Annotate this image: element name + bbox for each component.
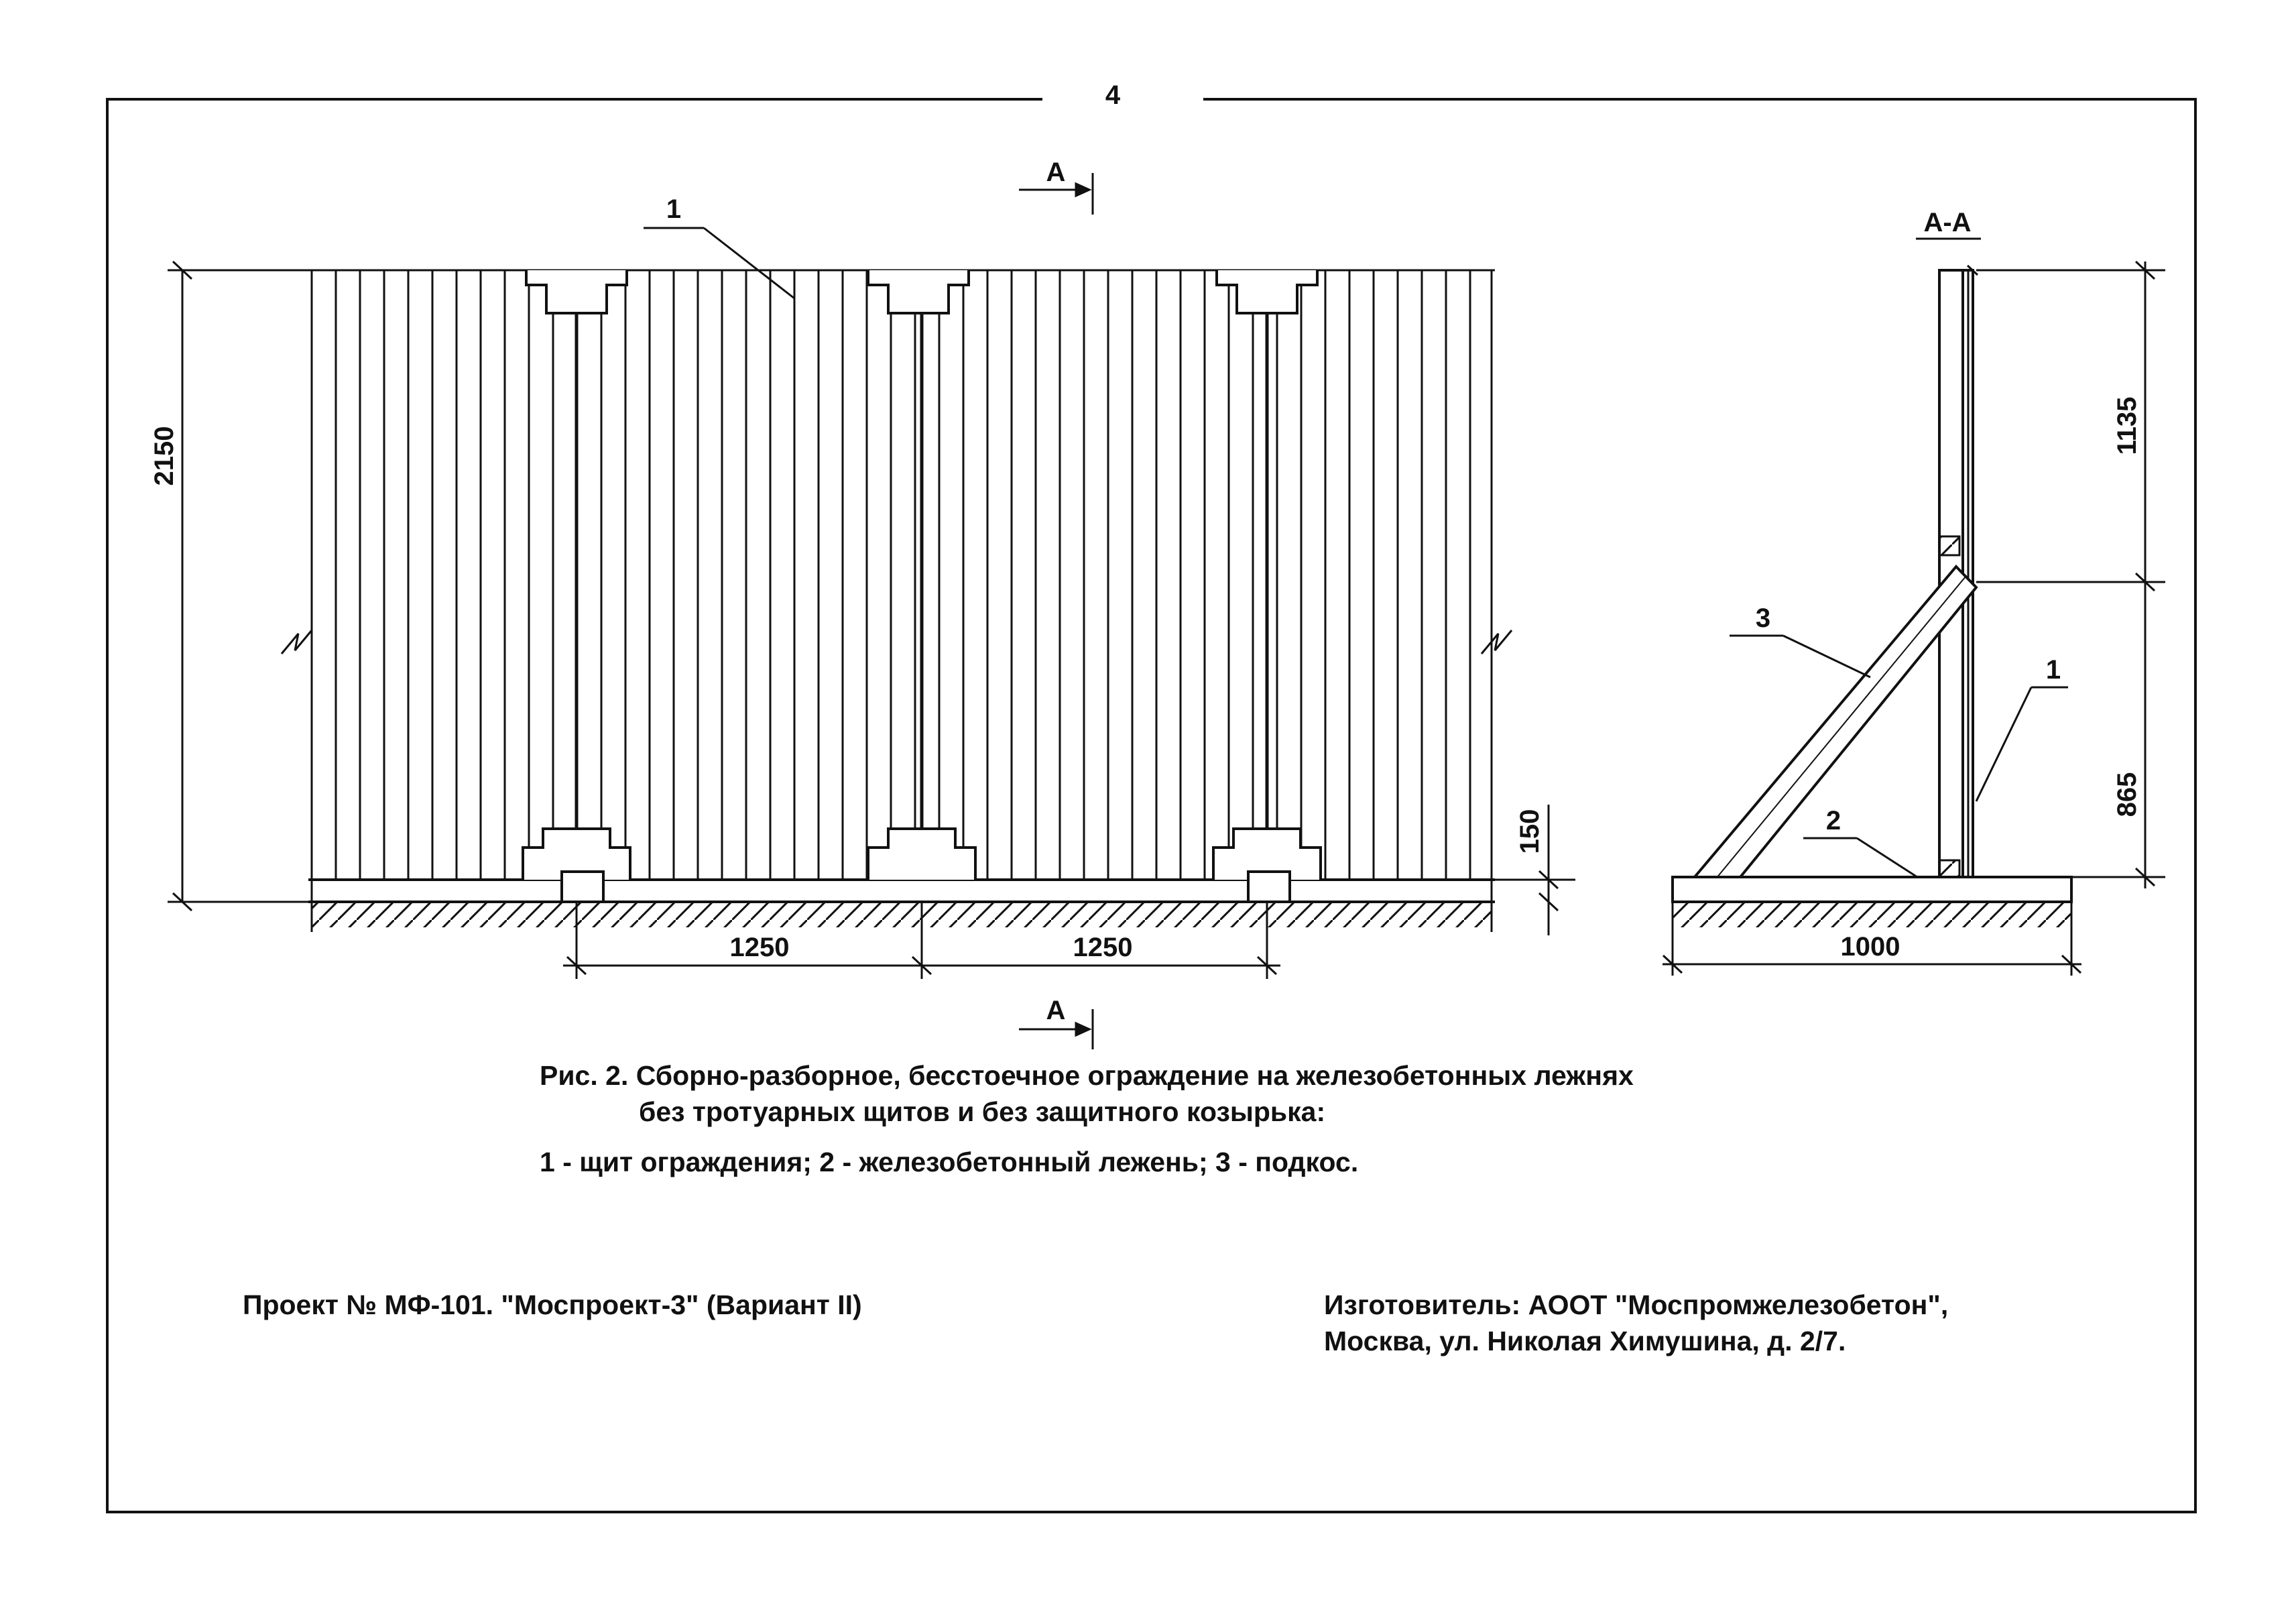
callout-sleeper: 2 (1826, 806, 1841, 835)
dimension-span-1: 1250 (730, 933, 790, 962)
fence-slats (335, 270, 1471, 880)
dimension-base-width: 1000 (1841, 932, 1900, 962)
footer-project: Проект № МФ-101. "Моспроект-3" (Вариант … (243, 1289, 862, 1320)
page-number: 4 (1105, 80, 1121, 110)
dimension-span-2: 1250 (1073, 933, 1133, 962)
footer-maker-line-1: Изготовитель: АООТ "Моспромжелезобетон", (1324, 1289, 1949, 1320)
section-marker-bottom (1019, 1009, 1094, 1049)
dimension-fence-height: 2150 (149, 426, 179, 486)
section-letter-bottom: А (1046, 996, 1066, 1025)
caption-line-2: без тротуарных щитов и без защитного коз… (639, 1096, 1326, 1127)
section-dimension-lines (1662, 260, 2165, 976)
dimension-upper-height: 1135 (2112, 397, 2142, 455)
front-elevation (280, 269, 1513, 932)
section-letter-top: А (1046, 158, 1066, 187)
caption-line-1: Рис. 2. Сборно-разборное, бесстоечное ог… (540, 1060, 1634, 1091)
section-title: А-А (1923, 208, 1971, 237)
sleeper-blocks (560, 870, 1291, 903)
sheet-frame (106, 98, 2197, 1513)
dimension-sleeper-height: 150 (1515, 809, 1545, 854)
footer-maker-line-2: Москва, ул. Николая Химушина, д. 2/7. (1324, 1326, 1846, 1356)
section-callout-leaders (1730, 634, 2068, 878)
callout-brace: 3 (1756, 603, 1770, 633)
bottom-clamps (522, 827, 1322, 880)
front-dimension-lines (168, 260, 1575, 979)
callout-panel-front: 1 (666, 194, 681, 224)
top-clamps (525, 270, 1319, 314)
dimension-lower-height: 865 (2112, 772, 2142, 817)
callout-panel-section: 1 (2046, 655, 2061, 685)
section-view (1671, 264, 2073, 927)
section-marker-top (1019, 173, 1094, 215)
caption-legend: 1 - щит ограждения; 2 - железобетонный л… (540, 1147, 1359, 1177)
callout-leader-1 (644, 227, 795, 300)
